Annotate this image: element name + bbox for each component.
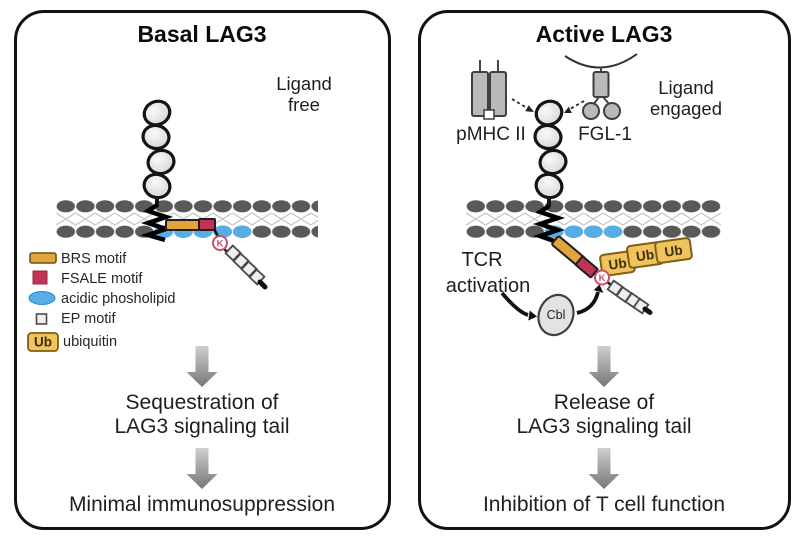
basal-graphics: Basal LAG3 Ligand free	[26, 21, 335, 516]
curved-arrow-icon	[575, 284, 603, 315]
pmhc2-icon	[470, 59, 507, 120]
panel-active-lag3: Active LAG3 Ligand engaged	[418, 10, 791, 530]
tail-tip-icon	[642, 306, 652, 315]
legend-fsale-swatch	[32, 270, 47, 284]
svg-text:Ub: Ub	[663, 242, 683, 259]
legend-ep-label: EP motif	[61, 311, 117, 327]
curved-arrow-icon	[500, 291, 537, 320]
fgl1-icon	[563, 52, 638, 120]
dotted-arrow-icon	[563, 99, 584, 113]
lag3-receptor-icon	[140, 99, 176, 207]
transmembrane-helix-icon	[139, 202, 173, 242]
plasma-membrane	[465, 199, 721, 238]
pmhc2-label: pMHC II	[456, 124, 526, 145]
cbl-label: Cbl	[546, 308, 565, 322]
legend-ub-label: ubiquitin	[63, 334, 117, 350]
tcr-line1: TCR	[461, 249, 502, 271]
legend-phospholipid-label: acidic phosholipid	[61, 291, 175, 307]
down-arrow-icon	[186, 345, 217, 387]
step2-text: Inhibition of T cell function	[482, 493, 724, 516]
legend: BRS motif FSALE motif acidic phosholipid…	[26, 251, 175, 352]
ligand-state-line2: engaged	[649, 98, 721, 119]
legend-ub-swatch: Ub	[26, 331, 59, 352]
legend-ep-swatch	[35, 312, 47, 325]
step2-text: Minimal immunosuppression	[68, 493, 334, 516]
brs-motif-icon	[164, 218, 200, 231]
panel-title: Basal LAG3	[137, 21, 266, 47]
tail-tip-icon	[257, 279, 267, 289]
legend-brs-label: BRS motif	[61, 251, 127, 267]
step1-line1: Sequestration of	[125, 391, 278, 414]
panel-basal-lag3: Basal LAG3 Ligand free	[14, 10, 391, 530]
down-arrow-icon	[588, 345, 619, 387]
step1-line2: LAG3 signaling tail	[516, 415, 691, 438]
transmembrane-helix-icon	[532, 203, 565, 244]
ep-motif-chain	[223, 243, 266, 286]
down-arrow-icon	[588, 447, 619, 489]
panel-title: Active LAG3	[535, 21, 672, 47]
ubiquitin-chain: Ub Ub Ub	[598, 236, 693, 277]
ep-motif-chain	[605, 278, 650, 315]
dotted-arrow-icon	[511, 97, 534, 112]
k-residue-badge: K	[211, 234, 228, 251]
ligand-state-line1: Ligand	[276, 73, 332, 94]
legend-phospholipid-swatch	[28, 290, 55, 305]
active-graphics: Active LAG3 Ligand engaged	[445, 21, 724, 516]
signaling-tail: K	[164, 217, 267, 289]
down-arrow-icon	[186, 447, 217, 489]
cbl-enzyme-icon: Cbl	[536, 293, 575, 336]
fsale-motif-icon	[197, 217, 216, 231]
ligand-state-line2: free	[288, 94, 320, 115]
svg-text:K: K	[598, 273, 605, 284]
svg-text:Ub: Ub	[635, 246, 655, 263]
legend-fsale-label: FSALE motif	[61, 271, 143, 287]
ub-icon: Ub	[653, 236, 693, 264]
step1-line2: LAG3 signaling tail	[114, 415, 289, 438]
k-residue-badge: K	[593, 269, 610, 285]
svg-text:K: K	[216, 238, 223, 249]
svg-text:Ub: Ub	[607, 255, 627, 272]
ligand-state-line1: Ligand	[658, 77, 714, 98]
fgl1-label: FGL-1	[578, 124, 632, 145]
lag3-receptor-icon	[532, 99, 568, 207]
step1-line1: Release of	[553, 391, 654, 414]
peptide-icon	[482, 108, 495, 120]
tcr-line2: activation	[445, 275, 530, 297]
svg-text:Ub: Ub	[34, 334, 52, 349]
signaling-tail: K	[550, 235, 652, 315]
legend-brs-swatch	[28, 251, 57, 264]
